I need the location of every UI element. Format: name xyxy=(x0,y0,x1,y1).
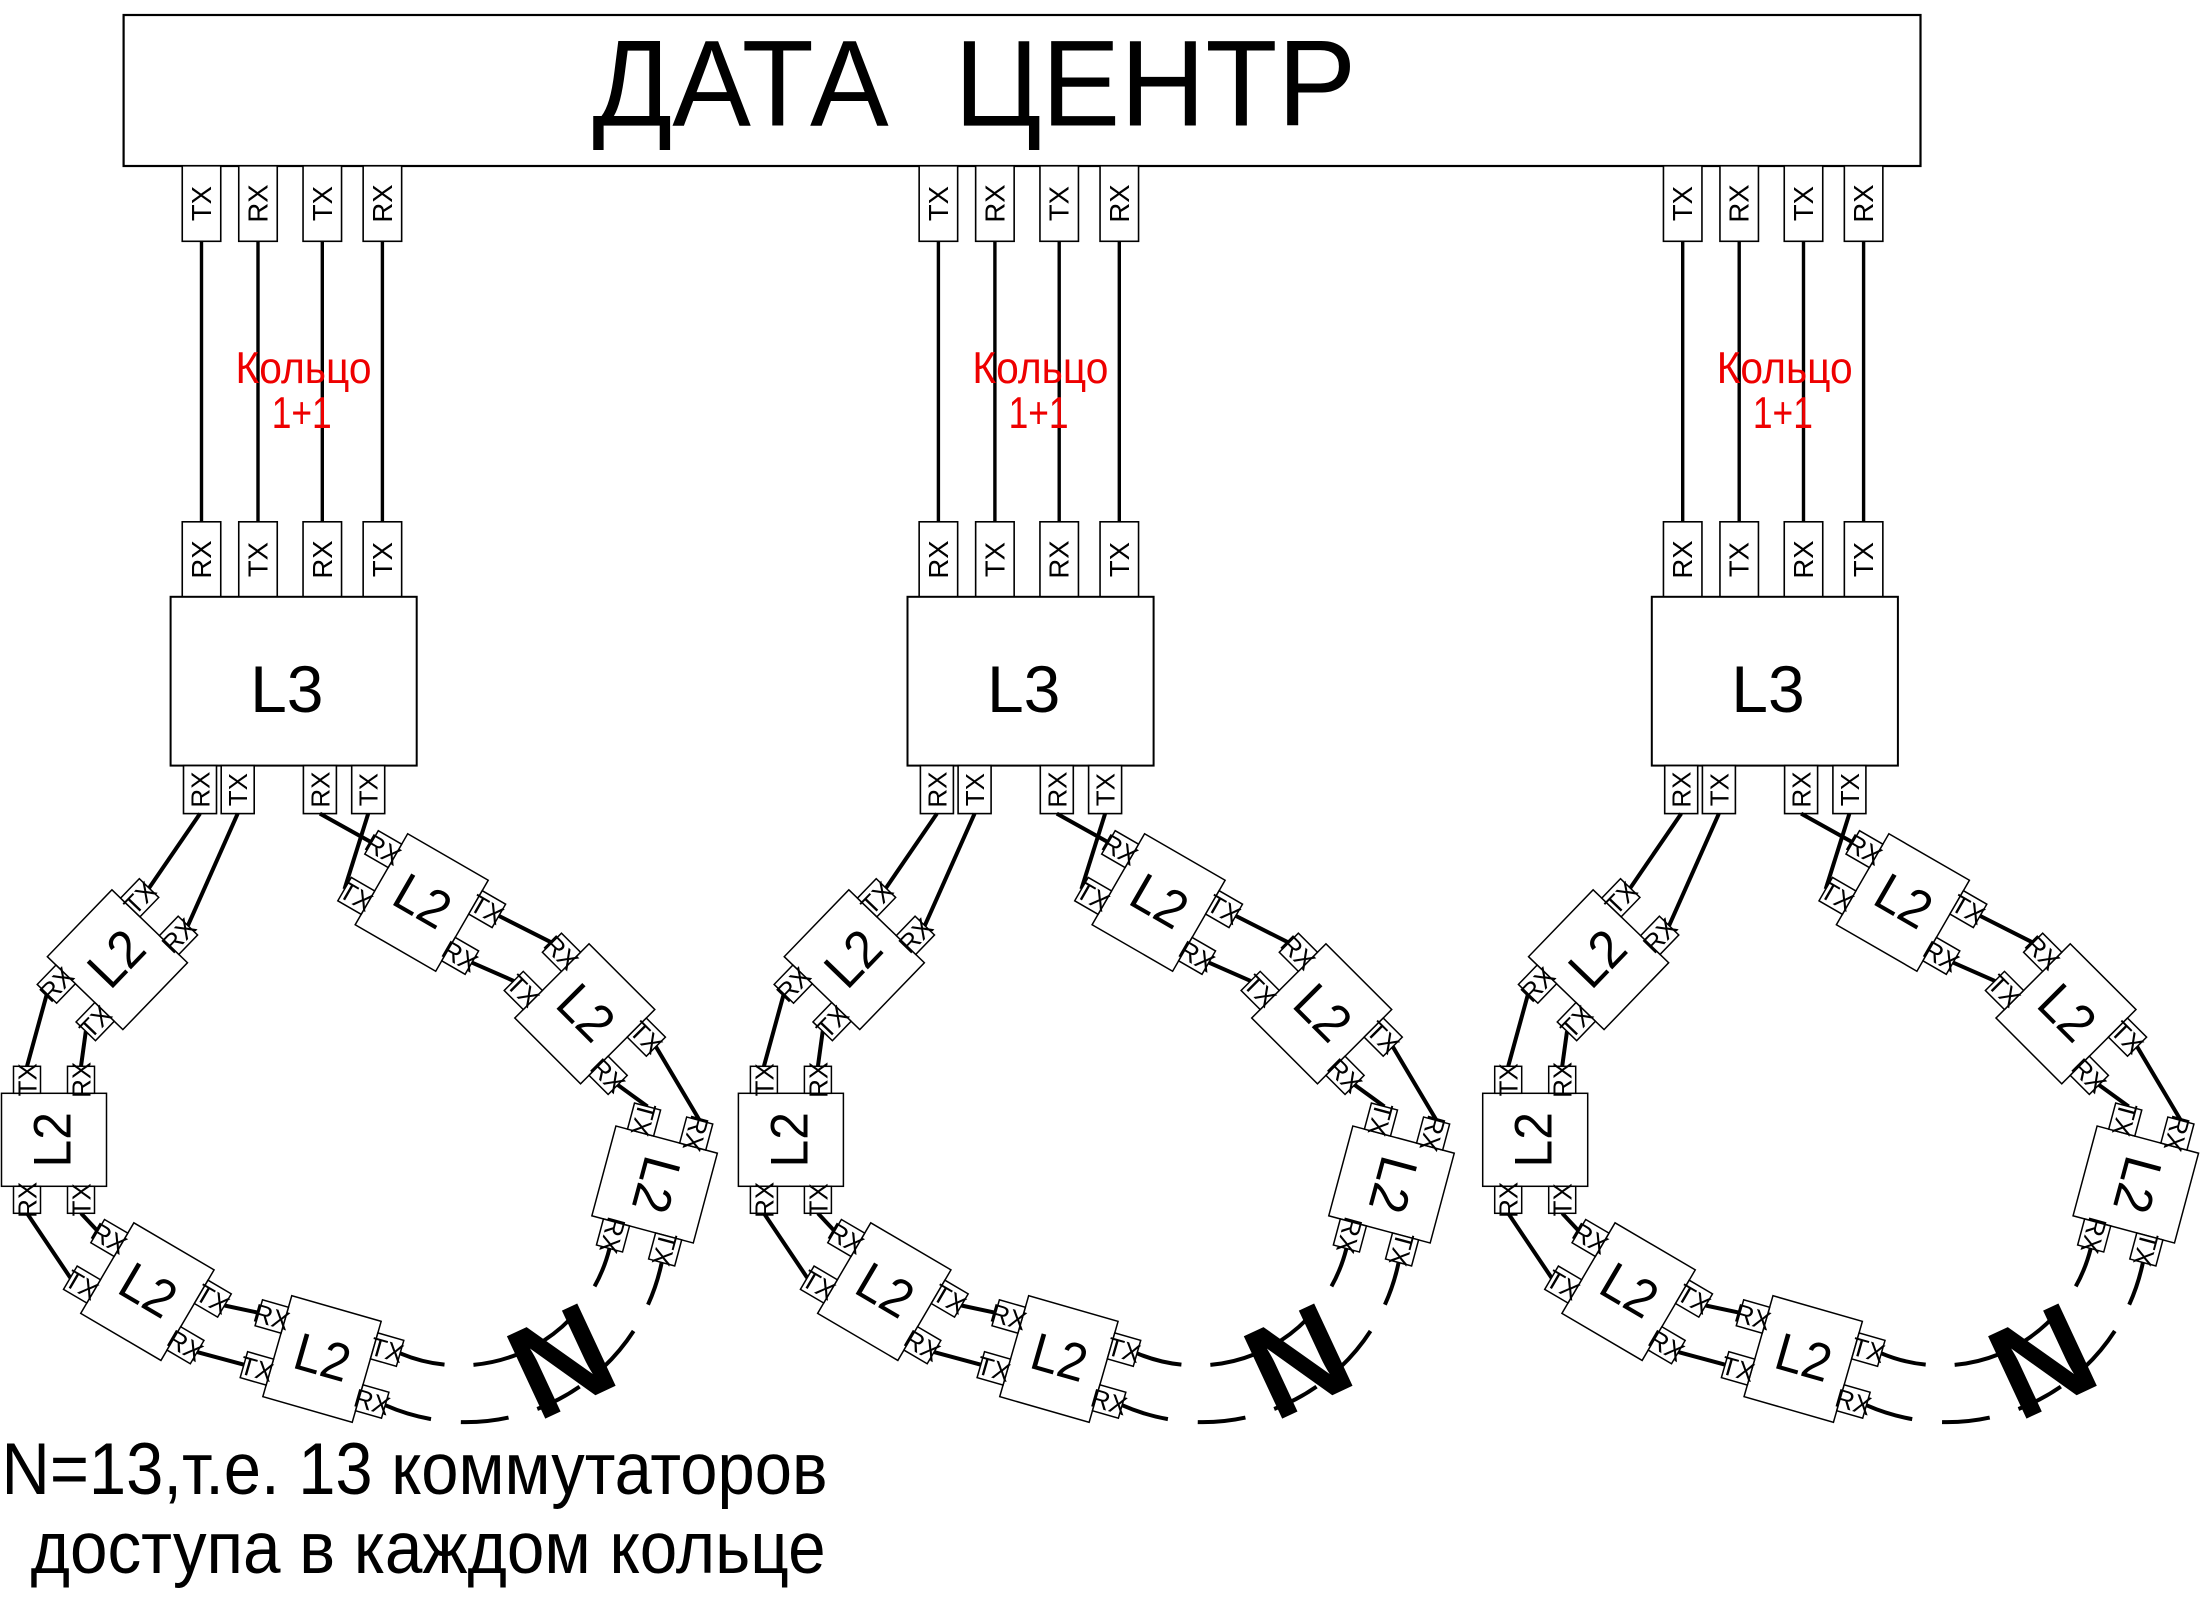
svg-text:ДАТА ЦЕНТР: ДАТА ЦЕНТР xyxy=(592,15,1356,152)
svg-text:N=13,т.е. 13 коммутаторов: N=13,т.е. 13 коммутаторов xyxy=(2,1429,828,1510)
svg-text:доступа в каждом кольце: доступа в каждом кольце xyxy=(31,1508,826,1589)
